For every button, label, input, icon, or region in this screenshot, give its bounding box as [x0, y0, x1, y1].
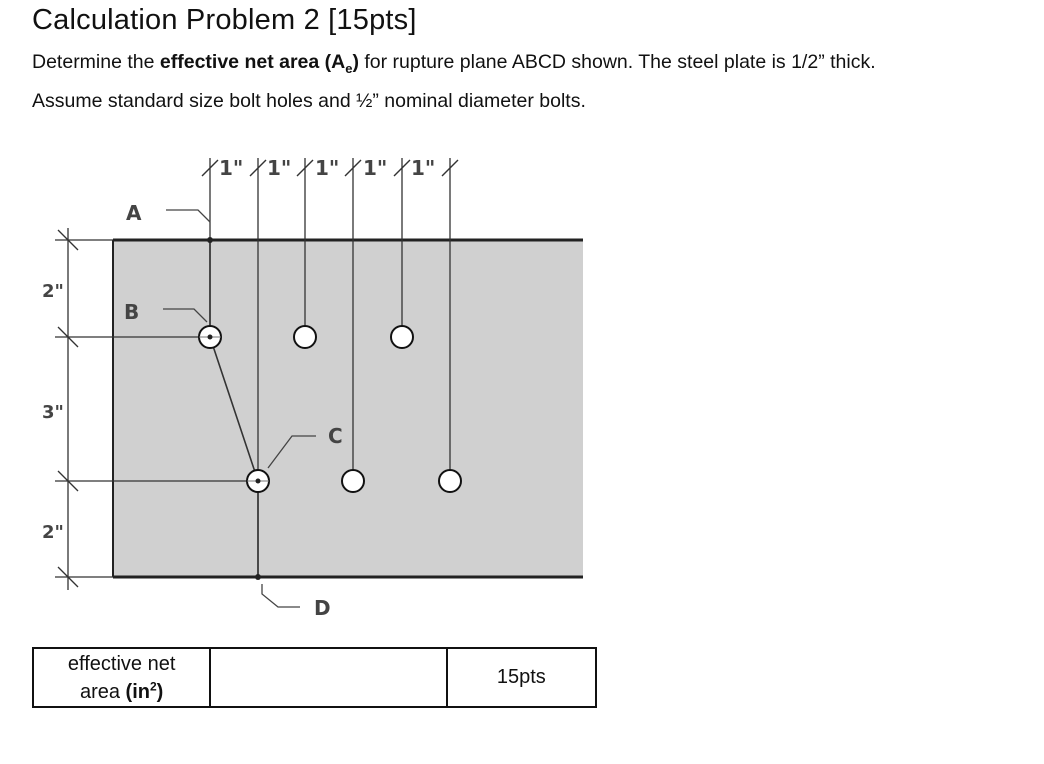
left-dim-3: 2" — [42, 522, 64, 543]
label-c: C — [328, 424, 343, 448]
description-pre: Determine the — [32, 51, 160, 73]
top-dim-4: 1" — [363, 156, 387, 180]
hole-c-center — [255, 478, 261, 484]
left-dim-1: 2" — [42, 281, 64, 302]
top-dimension-ticks — [201, 159, 459, 177]
label-line2: area — [79, 680, 126, 703]
point-a-dot — [207, 237, 213, 243]
problem-description: Determine the effective net area (Ae) fo… — [32, 46, 1022, 117]
label-a: A — [126, 201, 142, 225]
answer-label-cell: effective net area (in2) — [31, 647, 212, 708]
top-dim-3: 1" — [315, 156, 339, 180]
answer-input-cell[interactable] — [209, 647, 448, 708]
label-line1: effective net — [67, 652, 176, 675]
answer-table: effective net area (in2) 15pts — [31, 647, 598, 708]
top-dim-1: 1" — [219, 156, 243, 180]
description-bold-term: effective net area (Ae) — [159, 51, 359, 76]
leader-lines — [163, 209, 316, 608]
point-d-dot — [255, 574, 261, 580]
left-dimension-lines — [55, 228, 248, 590]
top-dim-2: 1" — [267, 156, 291, 180]
rupture-path — [209, 240, 259, 577]
steel-plate — [113, 240, 583, 577]
problem-title: Calculation Problem 2 [15pts] — [32, 4, 417, 36]
bolt-hole-row2-2 — [341, 469, 365, 493]
bolted-plate-diagram: A B C D 1" 1" 1" 1" 1" 2" 3" 2" — [42, 156, 583, 620]
bolt-hole-row2-3 — [438, 469, 462, 493]
bolt-hole-row1-3 — [390, 325, 414, 349]
hole-b-center — [207, 334, 213, 340]
points-cell: 15pts — [445, 647, 598, 708]
answer-row: effective net area (in2) 15pts — [31, 647, 598, 708]
description-mid: for rupture plane ABCD shown. The steel … — [358, 51, 876, 73]
label-b: B — [124, 300, 139, 324]
label-unit: (in2) — [125, 678, 164, 703]
subscript-e: e — [345, 60, 353, 76]
top-dim-5: 1" — [411, 156, 435, 180]
bolt-hole-row1-2 — [293, 325, 317, 349]
label-d: D — [314, 596, 331, 620]
left-dim-2: 3" — [42, 402, 64, 423]
description-line2: Assume standard size bolt holes and ½” n… — [32, 89, 586, 112]
